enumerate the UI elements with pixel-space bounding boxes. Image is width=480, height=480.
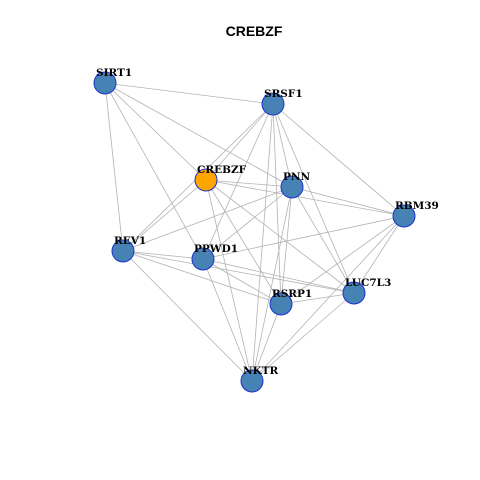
edge-rbm39-rsrp1 [280,215,405,305]
node-ppwd1[interactable] [191,247,215,271]
edge-pnn-rsrp1 [280,186,293,305]
edge-srsf1-rbm39 [272,103,405,217]
edge-sirt1-rev1 [104,82,124,252]
edge-luc7l3-rsrp1 [280,292,355,305]
edge-crebzf-rev1 [122,179,207,252]
edge-rbm39-ppwd1 [202,215,405,260]
edge-sirt1-srsf1 [104,82,274,105]
edge-srsf1-ppwd1 [202,103,274,260]
edge-crebzf-luc7l3 [205,179,355,294]
edge-luc7l3-nktr [251,292,355,382]
node-label-srsf1: SRSF1 [264,88,303,100]
node-rbm39[interactable] [392,204,416,228]
edge-crebzf-rbm39 [205,179,405,217]
edge-crebzf-rsrp1 [205,179,282,305]
edge-ppwd1-luc7l3 [202,258,355,294]
edge-srsf1-crebzf [205,103,274,181]
edge-pnn-ppwd1 [202,186,293,260]
edge-crebzf-pnn [205,179,293,188]
node-pnn[interactable] [280,175,304,199]
edge-rev1-ppwd1 [122,250,204,260]
node-rev1[interactable] [111,239,135,263]
node-rsrp1[interactable] [269,292,293,316]
edge-layer [104,82,405,382]
edge-rbm39-luc7l3 [353,215,405,294]
node-label-rsrp1: RSRP1 [272,288,312,300]
node-luc7l3[interactable] [342,281,366,305]
node-label-sirt1: SIRT1 [96,67,132,79]
edge-rev1-rsrp1 [122,250,282,305]
node-label-pnn: PNN [283,171,310,183]
edge-sirt1-crebzf [104,82,207,181]
edge-srsf1-luc7l3 [272,103,355,294]
edge-srsf1-pnn [272,103,293,188]
node-label-rev1: REV1 [114,235,146,247]
node-label-nktr: NKTR [243,365,279,377]
edge-srsf1-nktr [251,103,274,382]
edge-rsrp1-nktr [251,303,282,382]
graph-title: CREBZF [226,23,283,39]
edge-sirt1-pnn [104,82,293,188]
edge-rbm39-nktr [251,215,405,382]
edge-ppwd1-nktr [202,258,253,382]
edge-crebzf-nktr [205,179,253,382]
edge-sirt1-ppwd1 [104,82,204,260]
edge-pnn-rev1 [122,186,293,252]
node-srsf1[interactable] [261,92,285,116]
node-label-crebzf: CREBZF [197,164,247,176]
edge-rev1-nktr [122,250,253,382]
node-nktr[interactable] [240,369,264,393]
edge-srsf1-rsrp1 [272,103,282,305]
node-label-rbm39: RBM39 [395,200,439,212]
node-crebzf[interactable] [194,168,218,192]
edge-pnn-luc7l3 [291,186,355,294]
node-sirt1[interactable] [93,71,117,95]
node-label-luc7l3: LUC7L3 [345,277,391,289]
edge-pnn-nktr [251,186,293,382]
node-label-ppwd1: PPWD1 [194,243,238,255]
node-layer [93,71,416,393]
edge-ppwd1-rsrp1 [202,258,282,305]
edge-rev1-luc7l3 [122,250,355,294]
edge-pnn-rbm39 [291,186,405,217]
